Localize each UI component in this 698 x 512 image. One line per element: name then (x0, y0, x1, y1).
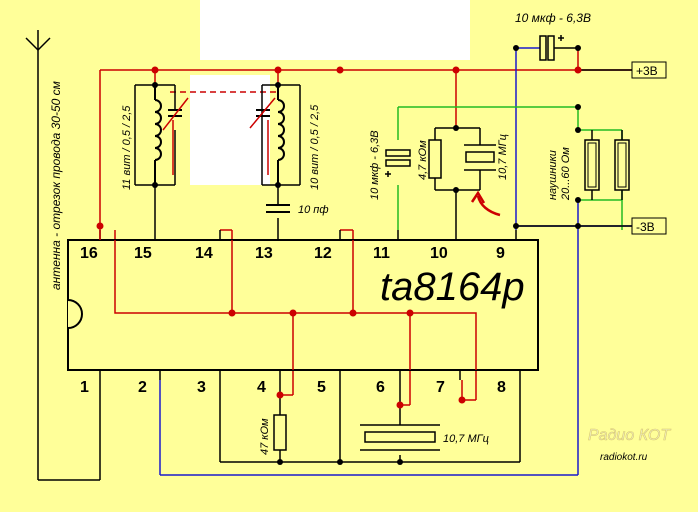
coil-right-symbol (256, 85, 285, 185)
pin-10: 10 (430, 245, 448, 262)
trim-arrow-right (249, 97, 276, 129)
pin-5: 5 (317, 379, 326, 396)
chip-name: ta8164p (380, 265, 525, 309)
pin-4: 4 (257, 379, 266, 396)
headphone-right-symbol (614, 139, 630, 191)
cap-top-symbol (539, 35, 564, 61)
res-bottom-label: 47 кОм (259, 418, 271, 455)
pin-3: 3 (197, 379, 206, 396)
blank-area (200, 0, 470, 60)
coil-left-label: 11 вит / 0,5 / 2,5 (121, 105, 133, 190)
black-junction-dots (152, 45, 581, 465)
pin-13: 13 (255, 245, 273, 262)
cap-mid-label: 10 мкф - 6,3В (369, 130, 381, 200)
pin-11: 11 (373, 245, 390, 262)
antenna-label: антенна - отрезок провода 30-50 см (49, 81, 63, 290)
filter-top-symbol (464, 140, 496, 180)
pin-16: 16 (80, 245, 98, 262)
site-url: radiokot.ru (600, 452, 648, 463)
headphones-line1: наушники (547, 150, 559, 200)
pin-7: 7 (436, 379, 445, 396)
chip-notch (67, 299, 83, 329)
filter-top-label: 10,7 МГц (497, 134, 509, 180)
filter-bottom-symbol (360, 424, 440, 451)
res-47k-label: 4,7 кОм (417, 140, 429, 180)
cap-10pf-label: 10 пф (298, 204, 329, 216)
cap-top-label: 10 мкф - 6,3В (515, 11, 591, 25)
arrow-head-icon (470, 190, 486, 204)
headphone-left-inner (587, 142, 597, 188)
coil-right-label: 10 вит / 0,5 / 2,5 (309, 104, 321, 190)
pin-8: 8 (497, 379, 506, 396)
pin-1: 1 (80, 379, 89, 396)
arrow-icon (476, 195, 501, 217)
coil-left-symbol (154, 85, 182, 185)
pin-9: 9 (496, 245, 505, 262)
trim-arrow-left (162, 97, 189, 131)
headphones-label: наушники 20...60 Ом (547, 147, 572, 201)
pin-14: 14 (195, 245, 213, 262)
cap-10pf-symbol (266, 204, 290, 213)
junction-dots (96, 66, 582, 409)
pin-6: 6 (376, 379, 385, 396)
supply-pos-label: +3В (636, 64, 658, 78)
chip-body (67, 239, 539, 371)
headphone-left-symbol (584, 139, 600, 191)
supply-neg-label: -3В (636, 220, 655, 234)
res-bottom-symbol (273, 414, 287, 451)
antenna-symbol (25, 30, 101, 481)
filter-bottom-label: 10,7 МГц (443, 433, 489, 445)
logo: Радио КОТ (588, 427, 671, 444)
headphone-right-inner (617, 142, 627, 188)
blank-area (190, 75, 270, 185)
cap-mid-symbol (385, 149, 411, 177)
pin-12: 12 (314, 245, 332, 262)
headphones-line2: 20...60 Ом (560, 147, 572, 201)
res-47k-symbol (428, 139, 442, 179)
pin-2: 2 (138, 379, 147, 396)
supply-pos-box (631, 61, 667, 79)
supply-neg-box (631, 217, 667, 235)
pin-15: 15 (134, 245, 152, 262)
